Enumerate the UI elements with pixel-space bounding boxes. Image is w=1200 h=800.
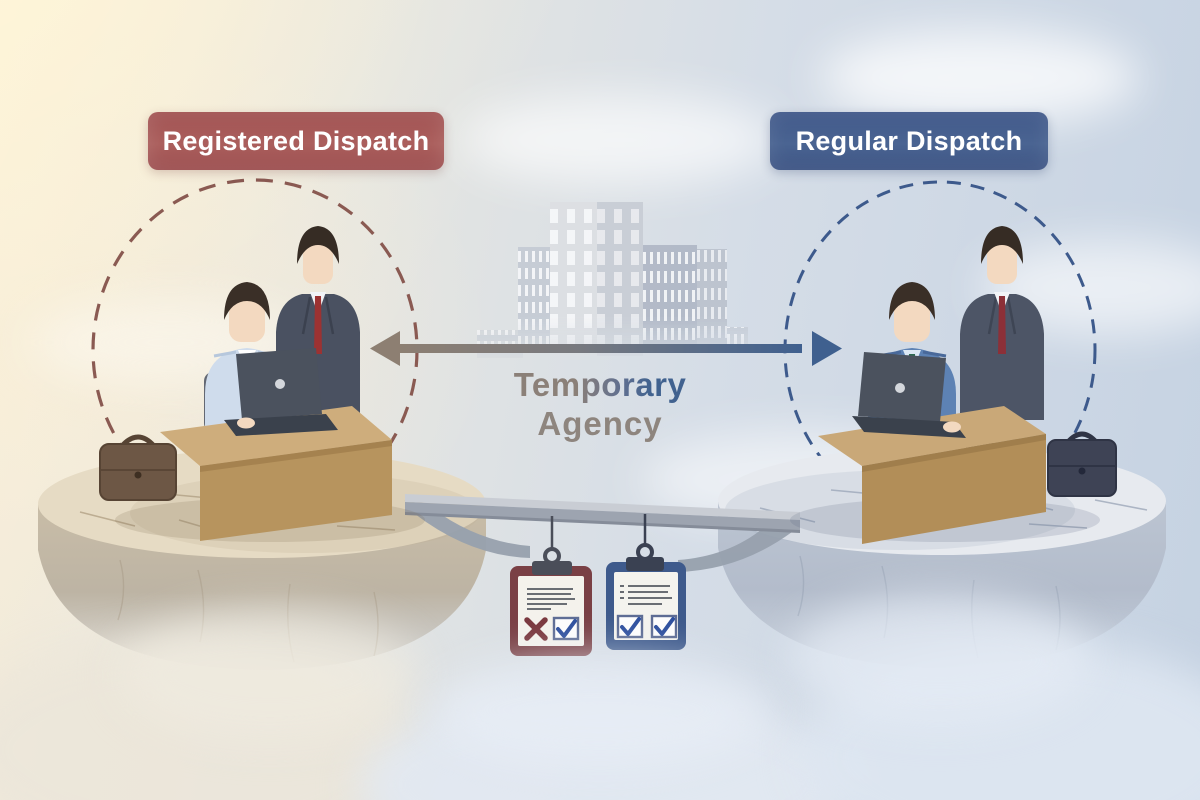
face [303, 240, 333, 284]
temporary-agency-label: Temporary Agency [0, 366, 1200, 443]
face [229, 296, 265, 342]
left-work-scene [99, 226, 425, 542]
hair [224, 282, 270, 320]
check-mark-icon [654, 617, 675, 636]
regular-dispatch-label: Regular Dispatch [795, 125, 1023, 156]
wooden-desk [818, 406, 1046, 544]
cloud [820, 30, 1140, 125]
building-tower-right-front [643, 245, 697, 347]
foreground-cloud [790, 595, 1090, 725]
right-briefcase [1047, 431, 1117, 497]
document-lines [620, 585, 672, 605]
regular-dispatch-badge: Regular Dispatch [770, 112, 1048, 170]
cross-mark-icon [524, 617, 548, 641]
left-briefcase [99, 434, 177, 501]
dispatch-double-arrow [370, 331, 842, 366]
red-tie [998, 296, 1006, 354]
foreground-cloud [120, 610, 420, 740]
registered-dispatch-label: Registered Dispatch [162, 125, 430, 156]
hair [981, 226, 1023, 264]
laptop [852, 352, 966, 438]
check-mark-icon [620, 617, 641, 636]
building-tower-left [518, 247, 551, 353]
hand [237, 417, 255, 429]
registered-dispatch-badge: Registered Dispatch [148, 112, 444, 170]
red-tie [314, 296, 322, 354]
laptop [224, 348, 338, 436]
arrow-right-head [812, 331, 842, 366]
arrow-left-head [370, 331, 400, 366]
hair [297, 226, 339, 264]
left-clipboard [510, 516, 592, 656]
face [894, 296, 930, 342]
temporary-agency-line1: Temporary [513, 366, 687, 403]
hair [889, 282, 935, 320]
document-lines [527, 588, 575, 610]
building-tower-main-light-face [550, 202, 597, 356]
foreground-cloud [430, 655, 770, 765]
face [987, 240, 1017, 284]
temporary-agency-line2: Agency [537, 405, 663, 442]
wooden-desk [160, 406, 392, 541]
check-mark-icon [556, 619, 577, 638]
building-tower-right-side [697, 249, 727, 345]
stone-bridge [405, 494, 800, 572]
right-clipboard [606, 514, 686, 650]
cloud [460, 95, 780, 185]
hand [943, 421, 961, 433]
right-work-scene [790, 226, 1117, 544]
building-tower-main-shaded-face [597, 202, 643, 356]
standing-supervisor [960, 226, 1044, 420]
